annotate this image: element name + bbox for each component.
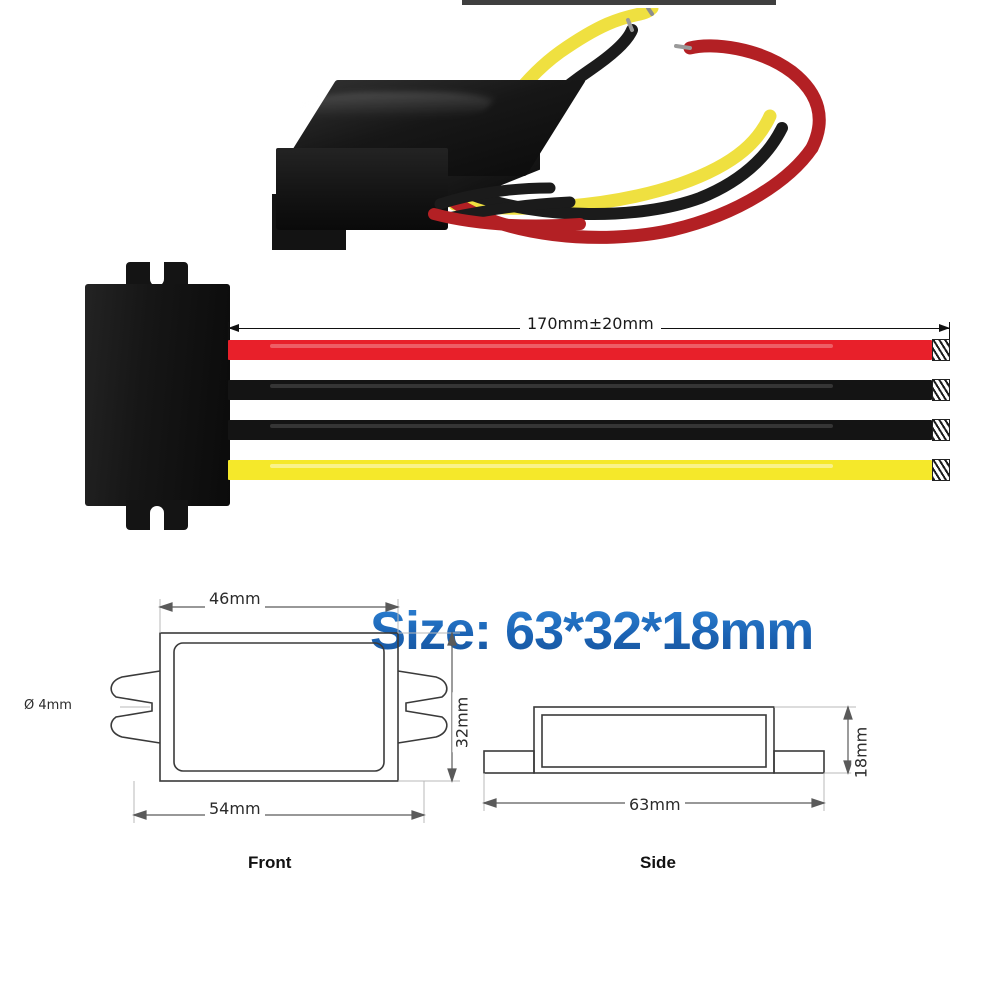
front-dim-arrow-right-bottom <box>447 768 457 783</box>
mounting-tab-top-notch <box>150 262 164 286</box>
mounting-tab-bottom <box>126 500 188 530</box>
wire-black-2-highlight <box>270 423 834 428</box>
dim-ext-right <box>949 322 950 354</box>
hero-wire-red-upper <box>683 39 826 155</box>
top-edge-artifact <box>462 0 776 5</box>
wire-red <box>228 339 950 361</box>
wire-black-1 <box>228 379 950 401</box>
front-dim-label-hole: Ø 4mm <box>20 698 76 713</box>
wire-yellow <box>228 459 950 481</box>
dim-label-wire-length: 170mm±20mm <box>520 314 661 333</box>
wire-yellow-highlight <box>270 463 834 468</box>
wire-black-2 <box>228 419 950 441</box>
front-view-caption: Front <box>248 853 292 872</box>
side-dim-arrow-bottom-left <box>482 798 497 808</box>
front-dim-label-right: 32mm <box>452 692 472 753</box>
wire-red-highlight <box>270 343 834 348</box>
module-body-flat <box>85 284 230 506</box>
hero-root-red <box>428 208 586 232</box>
side-left-flange <box>483 750 535 774</box>
front-left-mounting-ear <box>110 670 161 744</box>
hero-body-front-face <box>276 148 448 230</box>
front-dim-arrow-bottom-right <box>411 810 426 820</box>
front-case-outline <box>159 632 399 782</box>
side-right-flange <box>773 750 825 774</box>
dim-arrow-left <box>228 324 239 332</box>
front-lid-outline <box>173 642 385 772</box>
front-dim-arrow-bottom-left <box>132 810 147 820</box>
wire-length-diagram: 170mm±20mm <box>0 262 1000 532</box>
mounting-tab-bottom-notch <box>150 506 164 530</box>
side-view-drawing <box>482 705 856 811</box>
size-callout: Size: 63*32*18mm <box>370 601 814 661</box>
side-lid-outline <box>541 714 767 768</box>
side-dim-arrow-right-bottom <box>843 760 853 775</box>
wire-black-1-stripped-tip <box>932 379 950 401</box>
side-view-caption: Side <box>640 853 676 872</box>
side-case-outline <box>533 706 775 774</box>
wire-black-1-sheath <box>228 380 932 400</box>
front-dim-arrow-top-right <box>385 602 400 612</box>
side-dim-arrow-right-top <box>843 705 853 720</box>
wire-yellow-stripped-tip <box>932 459 950 481</box>
wire-black-2-sheath <box>228 420 932 440</box>
hero-tip-black <box>626 18 634 32</box>
front-dim-label-top: 46mm <box>205 589 265 608</box>
dim-arrow-right <box>939 324 950 332</box>
wire-red-sheath <box>228 340 932 360</box>
front-dim-arrow-right-top <box>447 631 457 646</box>
engineering-drawings: 46mm 54mm 32mm Ø 4mm Front <box>0 575 1000 905</box>
dim-ext-left <box>228 322 229 346</box>
front-view-drawing <box>110 599 460 823</box>
hero-root-black <box>434 182 556 210</box>
front-dim-label-bottom: 54mm <box>205 799 265 818</box>
product-photo-angled <box>0 8 1000 260</box>
side-dim-arrow-bottom-right <box>811 798 826 808</box>
side-dim-label-bottom: 63mm <box>625 795 685 814</box>
front-right-mounting-ear <box>397 670 448 744</box>
hero-body-highlight <box>291 92 499 118</box>
side-dim-label-right: 18mm <box>851 722 871 783</box>
wire-red-stripped-tip <box>932 339 950 361</box>
hero-tip-red <box>674 44 692 50</box>
hero-wire-roots <box>428 182 586 232</box>
wire-black-2-stripped-tip <box>932 419 950 441</box>
wire-black-1-highlight <box>270 383 834 388</box>
front-dim-arrow-top-left <box>158 602 173 612</box>
wire-yellow-sheath <box>228 460 932 480</box>
hero-tip-yellow <box>646 8 654 16</box>
